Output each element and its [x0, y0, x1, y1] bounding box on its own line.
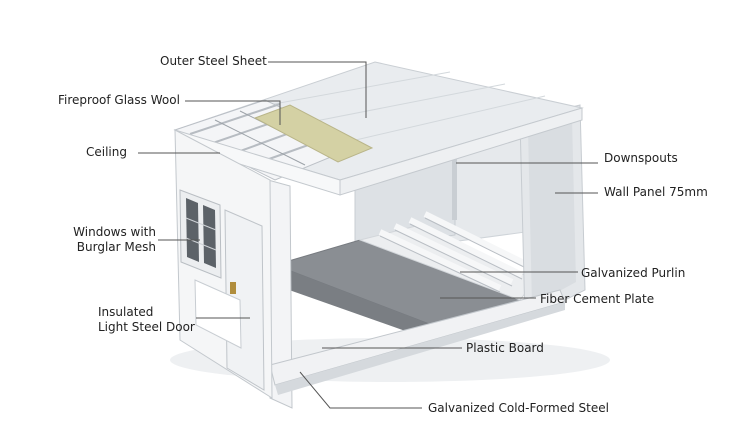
window-glass-right: [203, 205, 216, 268]
floor-purlins: [378, 211, 532, 291]
label-wall-panel: Wall Panel 75mm: [604, 185, 708, 199]
label-windows-line2: Burglar Mesh: [76, 240, 156, 254]
label-plastic-board: Plastic Board: [466, 341, 544, 355]
label-door: Insulated Light Steel Door: [98, 305, 195, 335]
right-wall-inner: [528, 118, 576, 306]
label-windows: Windows with Burglar Mesh: [60, 225, 156, 255]
label-ceiling: Ceiling: [86, 145, 127, 159]
label-cold-formed-steel: Galvanized Cold-Formed Steel: [428, 401, 609, 415]
glass-wool-layer: [253, 104, 374, 163]
leader-outer-steel-sheet: [268, 61, 367, 118]
label-fireproof-glass-wool: Fireproof Glass Wool: [58, 93, 180, 107]
label-galvanized-purlin: Galvanized Purlin: [581, 266, 686, 280]
door-opening: [194, 279, 242, 349]
label-door-line1: Insulated: [98, 305, 154, 319]
right-top-beam: [339, 107, 583, 196]
leader-cold-formed-steel: [299, 371, 422, 409]
label-fiber-cement-plate: Fiber Cement Plate: [540, 292, 655, 306]
door-handle: [230, 282, 236, 294]
floor-plastic-board-front: [275, 265, 445, 345]
label-outer-steel-sheet: Outer Steel Sheet: [160, 54, 267, 68]
label-windows-line1: Windows with: [73, 225, 156, 239]
leader-glass-wool: [185, 100, 281, 125]
window-glass-left: [186, 198, 199, 262]
downspout-pipe: [452, 150, 457, 220]
label-downspouts: Downspouts: [604, 151, 678, 165]
label-door-line2: Light Steel Door: [98, 320, 195, 334]
